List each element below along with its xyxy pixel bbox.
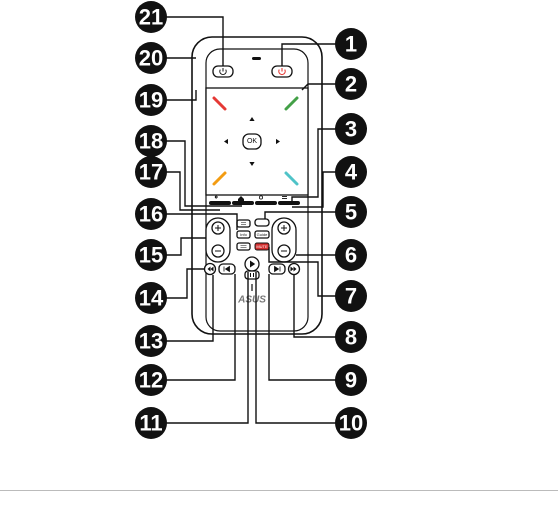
callout-12: 12	[135, 364, 167, 396]
mute-key[interactable]: MUTE	[255, 243, 269, 250]
center-small-key-b[interactable]	[255, 219, 269, 226]
callout-13: 13	[135, 325, 167, 357]
callout-20: 20	[135, 42, 167, 74]
callout-15: 15	[135, 239, 167, 271]
callout-5-number: 5	[345, 200, 357, 225]
callout-13-number: 13	[139, 329, 163, 354]
red-power-button[interactable]	[272, 66, 292, 77]
callout-18-number: 18	[139, 129, 163, 154]
ok-button[interactable]: OK	[243, 134, 261, 149]
callout-10-number: 10	[339, 411, 363, 436]
callout-1: 1	[335, 28, 367, 60]
callout-16-number: 16	[139, 202, 163, 227]
callout-11: 11	[135, 407, 167, 439]
channel-key[interactable]	[237, 243, 250, 250]
callout-19-number: 19	[139, 88, 163, 113]
rewind-button[interactable]	[205, 264, 216, 275]
callout-17-number: 17	[139, 160, 163, 185]
callout-20-number: 20	[139, 46, 163, 71]
callout-14: 14	[135, 282, 167, 314]
callout-2: 2	[335, 68, 367, 100]
previous-button[interactable]	[219, 264, 235, 274]
callout-2-number: 2	[345, 72, 357, 97]
callout-21: 21	[135, 1, 167, 33]
callout-17: 17	[135, 156, 167, 188]
footer-divider	[0, 490, 558, 491]
callout-9-number: 9	[345, 368, 357, 393]
callout-21-number: 21	[139, 5, 163, 30]
left-rocker[interactable]	[206, 218, 230, 262]
callout-4-number: 4	[345, 160, 358, 185]
callout-4: 4	[335, 156, 367, 188]
callout-3-number: 3	[345, 117, 357, 142]
callout-10: 10	[335, 407, 367, 439]
callout-7-number: 7	[345, 284, 357, 309]
ok-label: OK	[247, 138, 257, 145]
right-rocker[interactable]	[272, 218, 296, 262]
callout-12-number: 12	[139, 368, 163, 393]
callout-16: 16	[135, 198, 167, 230]
play-button[interactable]	[245, 257, 259, 271]
pause-button[interactable]	[245, 271, 259, 279]
callout-3: 3	[335, 113, 367, 145]
mute-label: MUTE	[256, 244, 268, 249]
callout-9: 9	[335, 364, 367, 396]
callout-1-number: 1	[345, 32, 357, 57]
info-label: Info	[240, 232, 247, 237]
left-power-button[interactable]	[213, 66, 233, 77]
center-small-key-a[interactable]	[237, 220, 250, 227]
callout-14-number: 14	[139, 286, 164, 311]
next-button[interactable]	[269, 264, 285, 274]
callout-15-number: 15	[139, 243, 163, 268]
callout-6: 6	[335, 239, 367, 271]
guide-key[interactable]: Guide	[255, 231, 269, 238]
fast-forward-button[interactable]	[289, 264, 300, 275]
callout-6-number: 6	[345, 243, 357, 268]
callout-8: 8	[335, 321, 367, 353]
guide-label: Guide	[257, 232, 268, 237]
callout-11-number: 11	[139, 411, 162, 436]
info-key[interactable]: Info	[237, 231, 250, 238]
callout-7: 7	[335, 280, 367, 312]
led-indicator	[252, 57, 261, 60]
callout-8-number: 8	[345, 325, 357, 350]
callout-5: 5	[335, 196, 367, 228]
callout-18: 18	[135, 125, 167, 157]
callout-19: 19	[135, 84, 167, 116]
brand-logo: ASUS	[237, 295, 266, 306]
